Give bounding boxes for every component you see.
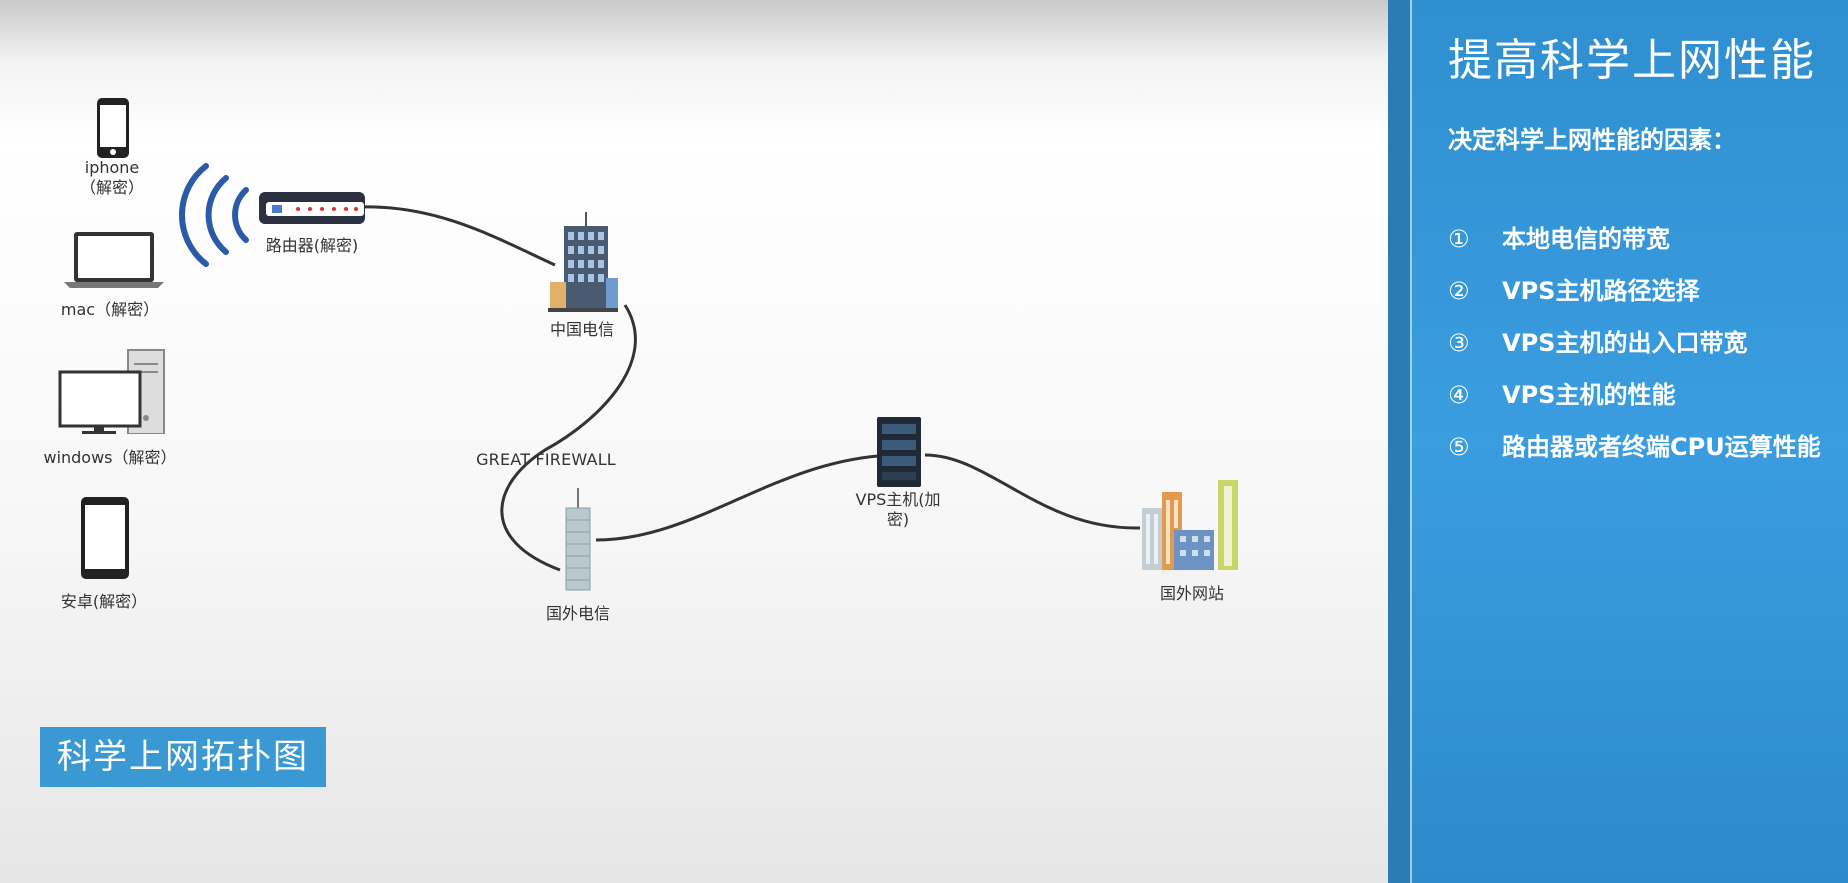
router-icon [259,192,365,224]
connection-lines [361,205,1141,572]
link-router-china-telecom [361,205,556,267]
foreign-telecom-label: 国外电信 [545,604,611,623]
link-vps-foreign-site [924,453,1141,530]
topology-caption: 科学上网拓扑图 [40,727,326,787]
tower-building-icon [565,488,591,591]
factor-item: ⑤ 路由器或者终端CPU运算性能 [1448,430,1838,464]
wifi-signal-icon [178,163,249,267]
factor-text: VPS主机的出入口带宽 [1502,329,1748,357]
panel-divider [1410,0,1412,883]
great-firewall-label: GREAT FIREWALL [476,450,616,469]
factor-list: ① 本地电信的带宽 ② VPS主机路径选择 ③ VPS主机的出入口带宽 ④ VP… [1448,222,1838,482]
factor-text: VPS主机的性能 [1502,381,1676,409]
city-buildings-icon [1142,480,1238,570]
panel-subtitle: 决定科学上网性能的因素： [1448,126,1736,154]
panel-title: 提高科学上网性能 [1448,35,1816,86]
factor-text: 本地电信的带宽 [1502,225,1670,253]
factor-text: 路由器或者终端CPU运算性能 [1502,433,1821,461]
factor-number: ⑤ [1448,433,1470,461]
foreign-site-label: 国外网站 [1159,584,1225,603]
info-panel [1388,0,1848,883]
server-icon [877,417,921,487]
factor-text: VPS主机路径选择 [1502,277,1700,305]
factor-number: ④ [1448,381,1470,409]
router-label: 路由器(解密) [265,236,359,255]
topology-canvas: iphone （解密） mac（解密） windows（解密） 安卓(解密） [0,0,1388,883]
factor-number: ② [1448,277,1470,305]
factor-item: ③ VPS主机的出入口带宽 [1448,326,1838,360]
factor-item: ④ VPS主机的性能 [1448,378,1838,412]
mac-label: mac（解密） [60,300,160,319]
vps-label: VPS主机(加 密) [855,490,941,529]
factor-item: ① 本地电信的带宽 [1448,222,1838,256]
android-label: 安卓(解密） [60,592,148,611]
link-foreign-telecom-vps [595,453,901,542]
iphone-label: iphone （解密） [79,158,145,197]
windows-label: windows（解密） [43,448,177,467]
link-china-foreign-telecom [500,304,637,572]
factor-number: ① [1448,225,1470,253]
smartphone-icon [97,98,129,158]
china-telecom-label: 中国电信 [549,320,615,339]
desktop-computer-icon [58,349,165,434]
office-building-icon [548,212,618,312]
tablet-icon [81,497,129,579]
factor-item: ② VPS主机路径选择 [1448,274,1838,308]
factor-number: ③ [1448,329,1470,357]
laptop-icon [64,232,164,288]
